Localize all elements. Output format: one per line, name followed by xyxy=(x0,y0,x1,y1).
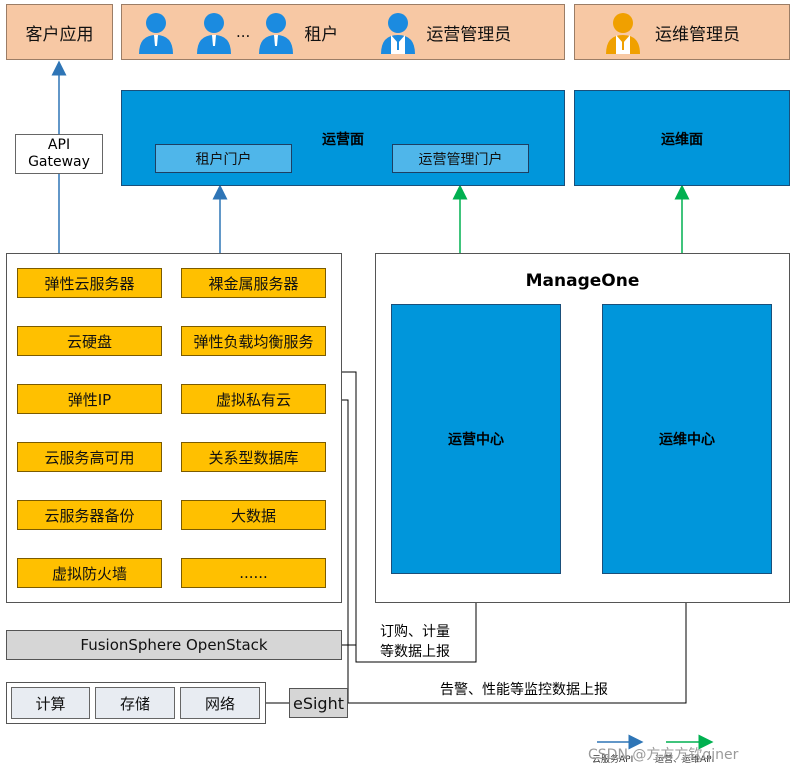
cloud-services-panel xyxy=(6,253,342,603)
service-item: 云服务器备份 xyxy=(17,500,162,530)
service-label: 关系型数据库 xyxy=(208,448,299,467)
service-label: ...... xyxy=(239,564,268,582)
ops-portal-label: 运营管理门户 xyxy=(418,151,503,168)
service-item: 裸金属服务器 xyxy=(181,268,326,298)
service-label: 云服务器备份 xyxy=(44,506,135,525)
legend-cloud-api: 云服务API xyxy=(592,755,634,765)
service-label: 云服务高可用 xyxy=(44,448,135,467)
ops-center-box: 运营中心 xyxy=(391,304,561,574)
service-item: 弹性云服务器 xyxy=(17,268,162,298)
ellipsis: ... xyxy=(236,23,251,41)
service-item: 虚拟私有云 xyxy=(181,384,326,414)
service-label: 虚拟防火墙 xyxy=(51,564,127,583)
order-meter-label: 订购、计量 等数据上报 xyxy=(380,624,450,660)
om-admin-icon xyxy=(606,13,640,54)
storage-label: 存储 xyxy=(119,694,150,713)
tenant-label: 租户 xyxy=(304,24,339,45)
service-label: 大数据 xyxy=(230,506,276,525)
om-plane-box: 运维面 xyxy=(574,90,790,186)
tenant-portal-box: 租户门户 xyxy=(155,144,292,173)
ops-plane-title: 运营面 xyxy=(322,132,364,148)
service-label: 虚拟私有云 xyxy=(215,390,291,409)
ops-admin-label: 运营管理员 xyxy=(426,24,512,45)
manageone-title: ManageOne xyxy=(525,271,640,291)
network-label: 网络 xyxy=(204,694,235,713)
alarm-report-label: 告警、性能等监控数据上报 xyxy=(440,682,608,698)
fusionsphere-box: FusionSphere OpenStack xyxy=(6,630,342,660)
om-center-box: 运维中心 xyxy=(602,304,772,574)
service-item: 云服务高可用 xyxy=(17,442,162,472)
ops-plane-box: 运营面 租户门户 运营管理门户 xyxy=(121,90,565,186)
service-item: 虚拟防火墙 xyxy=(17,558,162,588)
service-label: 弹性IP xyxy=(67,390,112,409)
service-label: 裸金属服务器 xyxy=(208,274,299,293)
monitoring-report-line xyxy=(342,399,691,704)
tenant-user-icon xyxy=(259,13,294,54)
manageone-panel: ManageOne 运营中心 运维中心 xyxy=(375,253,790,603)
esight-label: eSight xyxy=(292,693,344,713)
csdn-watermark: CSDN @方方方钦qiner xyxy=(588,747,739,763)
service-item: 关系型数据库 xyxy=(181,442,326,472)
network-box: 网络 xyxy=(180,687,260,719)
service-label: 弹性云服务器 xyxy=(44,274,135,293)
service-label: 弹性负载均衡服务 xyxy=(193,332,314,351)
legend-ops-api: 运营、运维API xyxy=(655,755,715,765)
om-admin-label: 运维管理员 xyxy=(655,24,740,45)
tenant-user-icon xyxy=(139,13,173,54)
tenant-user-icon xyxy=(197,13,231,54)
client-app-box: 客户应用 xyxy=(6,4,113,60)
storage-box: 存储 xyxy=(95,687,175,719)
api-gateway-box: API Gateway xyxy=(15,134,103,174)
users-box: ... 租户 运营管理员 xyxy=(121,4,565,60)
om-plane-title: 运维面 xyxy=(661,132,703,148)
service-item: 云硬盘 xyxy=(17,326,162,356)
compute-label: 计算 xyxy=(35,694,66,713)
metering-report-line xyxy=(342,371,481,663)
ops-admin-icon xyxy=(381,13,416,54)
service-item: ...... xyxy=(181,558,326,588)
esight-box: eSight xyxy=(289,688,348,718)
client-app-label: 客户应用 xyxy=(25,24,94,45)
tenant-portal-label: 租户门户 xyxy=(195,151,252,168)
compute-box: 计算 xyxy=(11,687,90,719)
service-item: 大数据 xyxy=(181,500,326,530)
service-label: 云硬盘 xyxy=(66,332,112,351)
service-item: 弹性IP xyxy=(17,384,162,414)
ops-portal-box: 运营管理门户 xyxy=(392,144,529,173)
om-center-label: 运维中心 xyxy=(659,432,715,448)
ops-center-label: 运营中心 xyxy=(448,432,504,448)
service-item: 弹性负载均衡服务 xyxy=(181,326,326,356)
om-admin-box: 运维管理员 xyxy=(574,4,790,60)
fusionsphere-label: FusionSphere OpenStack xyxy=(80,636,268,654)
